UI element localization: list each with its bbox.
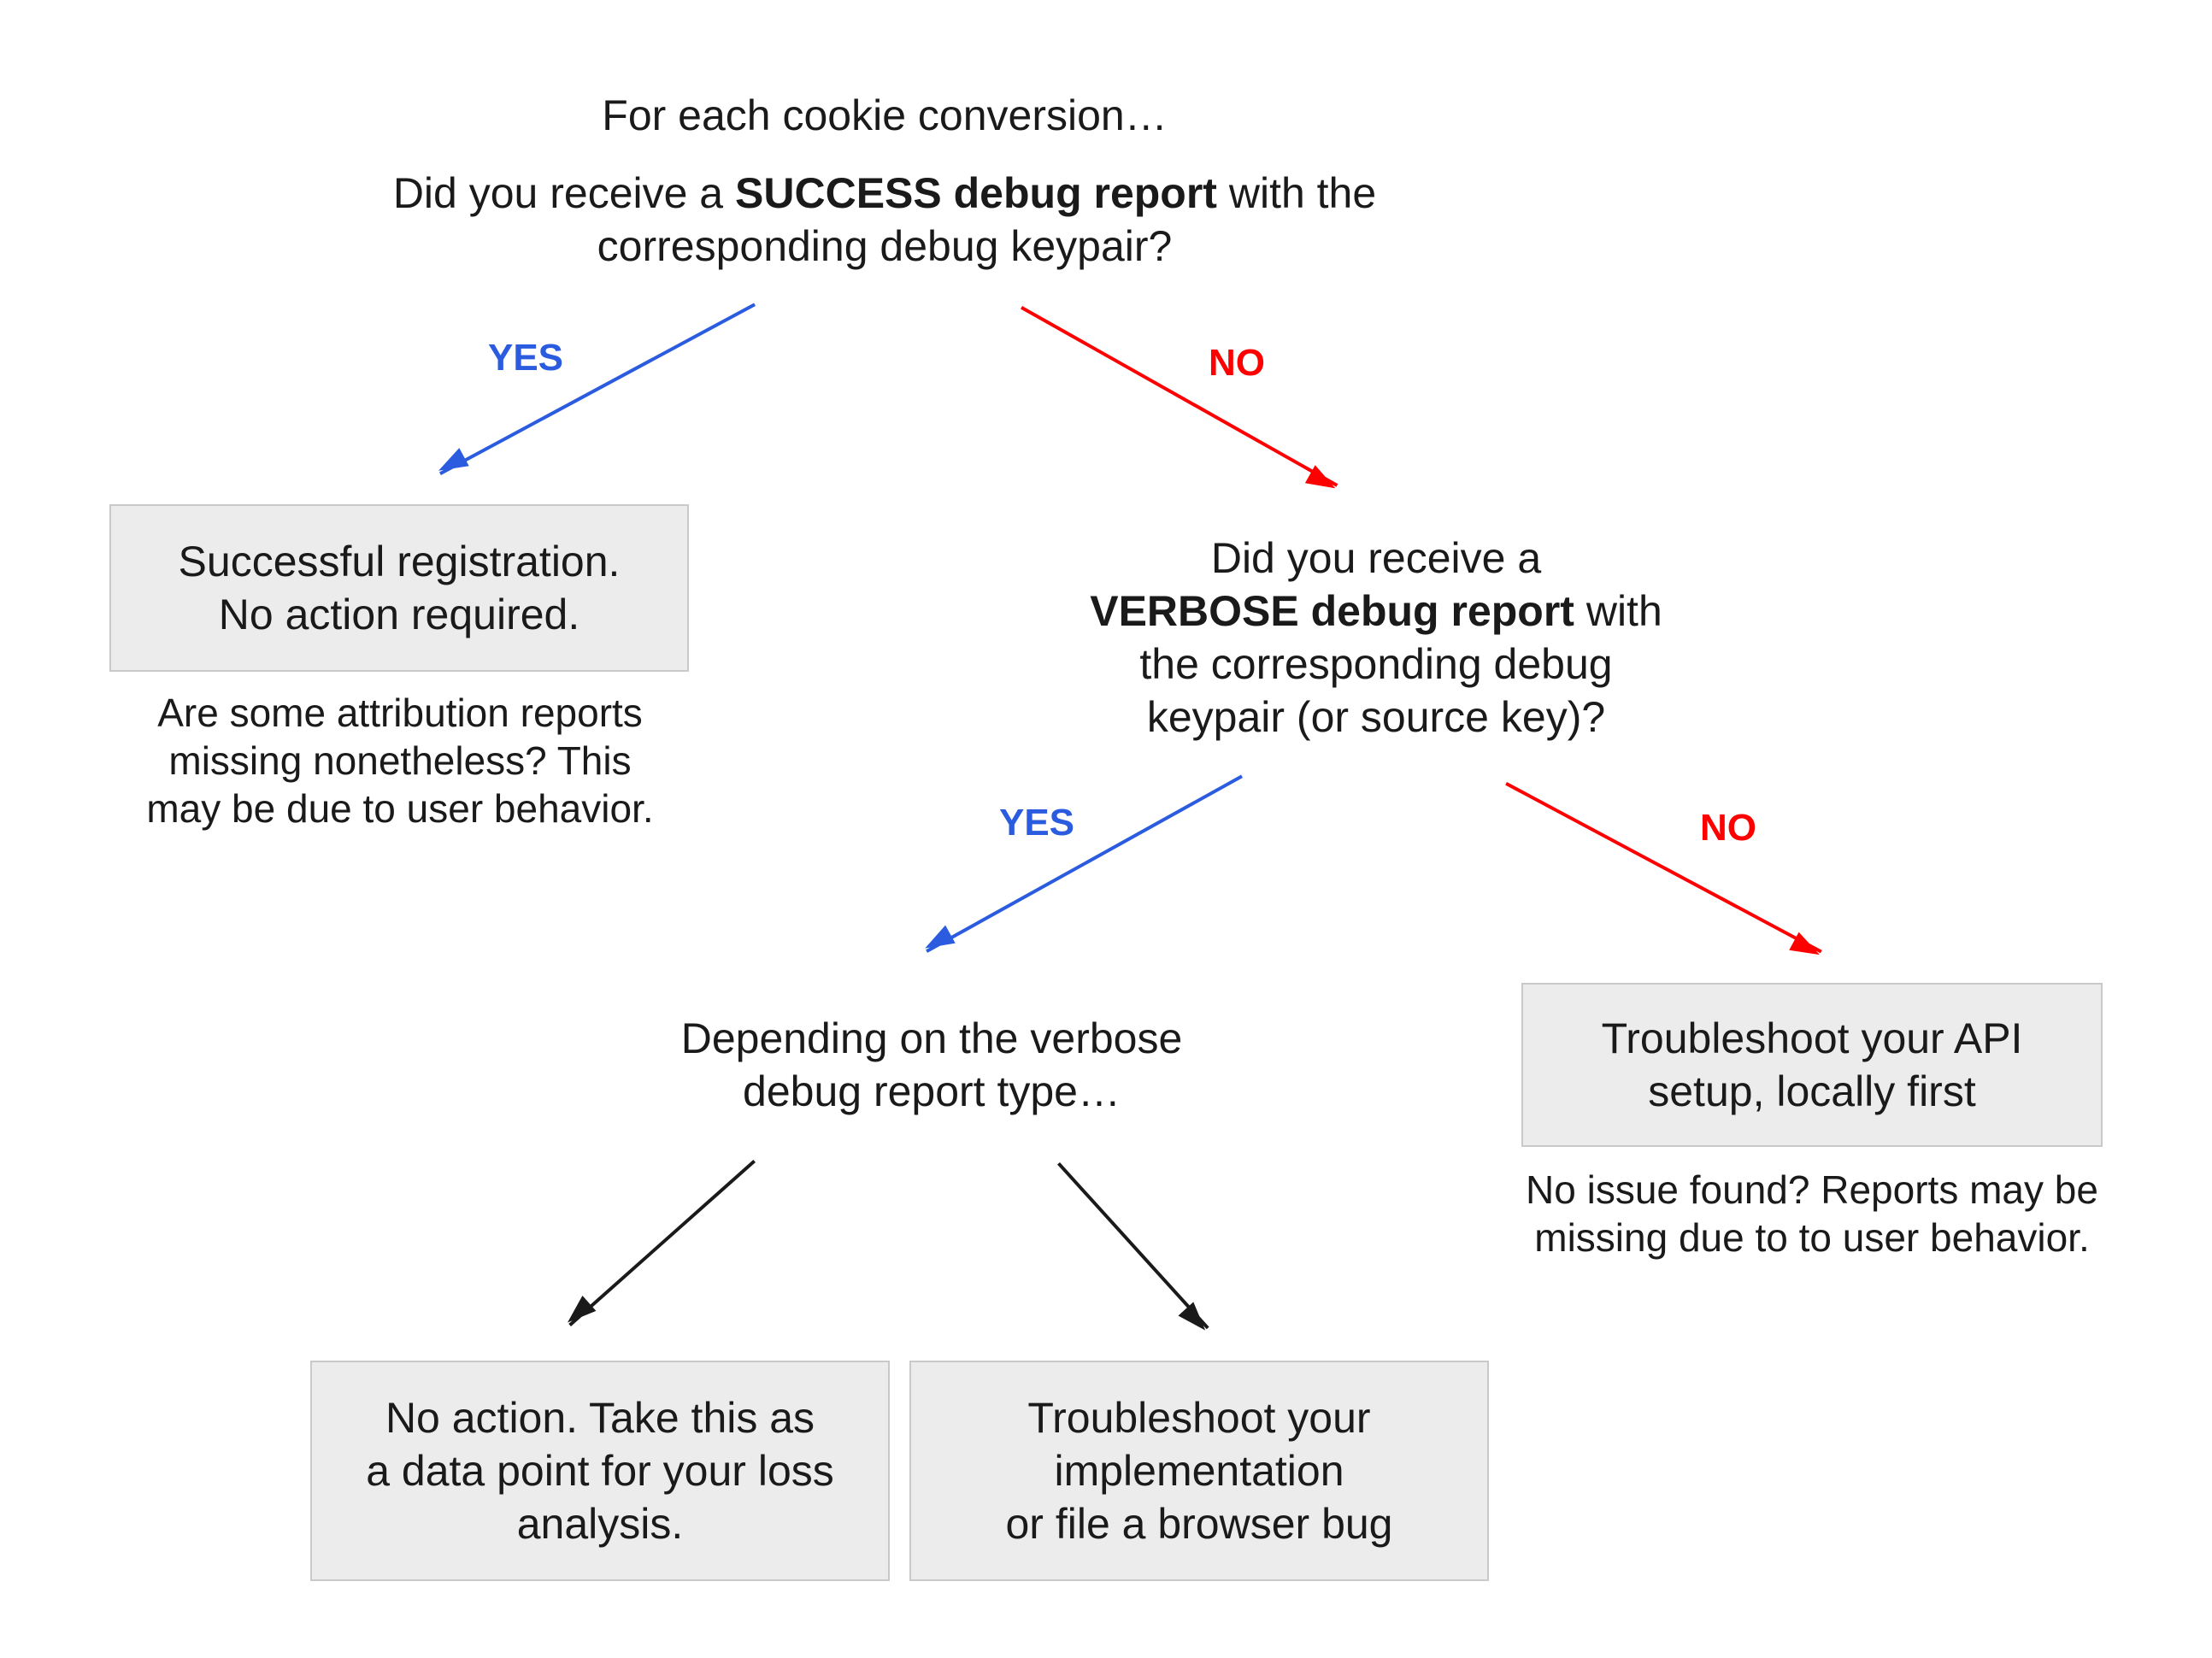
success-note: Are some attribution reports missing non… [101,689,699,832]
success-box: Successful registration. No action requi… [109,504,689,672]
success-note-line-1: Are some attribution reports [157,691,643,735]
depending-line-2: debug report type… [743,1067,1121,1115]
depending-line-1: Depending on the verbose [680,1014,1183,1062]
no-action-box-line-1: No action. Take this as [385,1394,815,1442]
report-type-arrow-left [561,1160,756,1331]
yes-label-2: YES [998,802,1075,844]
report-type-arrow-left-head [561,1295,597,1331]
root-question-line-1: Did you receive a SUCCESS debug report w… [392,169,1377,217]
yes-arrow-1-head [433,448,469,480]
success-note-line-2: missing nonetheless? This [168,738,632,783]
report-type-arrow-right [1057,1162,1214,1338]
depending-label: Depending on the verbose debug report ty… [590,1012,1274,1118]
intro-line: For each cookie conversion… [602,91,1168,139]
no-action-box: No action. Take this as a data point for… [310,1361,890,1581]
success-note-line-3: may be due to user behavior. [146,786,654,831]
api-setup-box-line-1: Troubleshoot your API [1601,1014,2023,1062]
no-action-box-line-3: analysis. [516,1500,684,1548]
implementation-box-line-2: implementation [1054,1447,1344,1495]
no-arrow-1-head [1304,465,1341,497]
success-box-line-1: Successful registration. [178,538,621,585]
yes-arrow-1 [433,303,756,480]
verbose-question: Did you receive a VERBOSE debug report w… [949,532,1803,744]
report-type-arrow-right-head [1178,1302,1214,1338]
verbose-question-line-2: VERBOSE debug report with [1090,587,1662,635]
no-label-2: NO [1700,807,1756,849]
success-box-line-2: No action required. [218,591,580,638]
api-note-line-1: No issue found? Reports may be [1526,1167,2098,1212]
api-setup-box-line-2: setup, locally first [1648,1067,1976,1115]
yes-arrow-2-head [920,925,956,958]
root-question: Did you receive a SUCCESS debug report w… [286,167,1483,273]
implementation-box: Troubleshoot your implementation or file… [909,1361,1489,1581]
no-action-box-line-2: a data point for your loss [366,1447,834,1495]
intro-text: For each cookie conversion… [286,89,1483,142]
yes-label-1: YES [487,337,564,379]
no-arrow-1 [1021,306,1341,497]
verbose-question-line-1: Did you receive a [1210,534,1542,582]
api-note: No issue found? Reports may be missing d… [1470,1166,2154,1261]
verbose-question-line-4: keypair (or source key)? [1146,693,1606,741]
implementation-box-line-1: Troubleshoot your [1027,1394,1371,1442]
api-setup-box: Troubleshoot your API setup, locally fir… [1521,983,2103,1147]
verbose-question-line-3: the corresponding debug [1139,640,1613,688]
no-arrow-2-head [1789,932,1825,964]
root-question-line-2: corresponding debug keypair? [597,222,1173,270]
api-note-line-2: missing due to to user behavior. [1534,1215,2090,1260]
implementation-box-line-3: or file a browser bug [1005,1500,1393,1548]
no-label-1: NO [1209,342,1265,384]
